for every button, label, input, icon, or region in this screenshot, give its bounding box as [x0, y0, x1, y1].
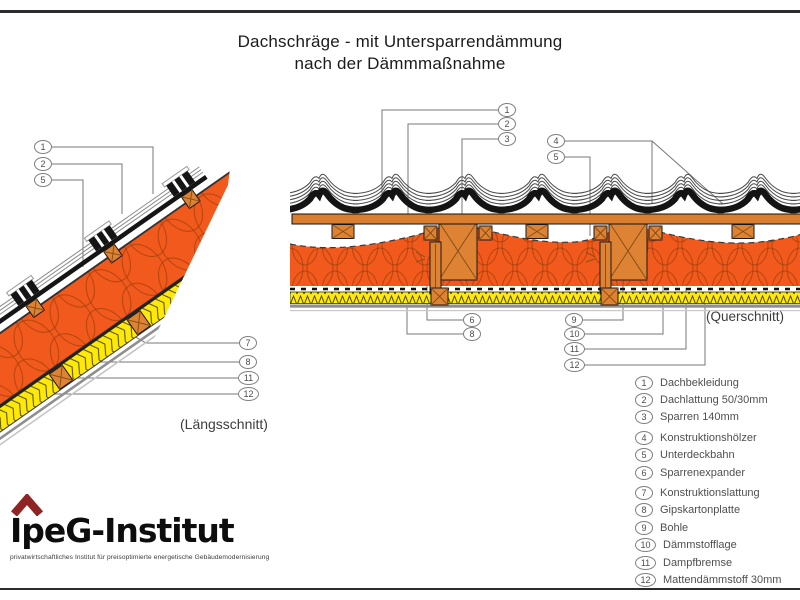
legend-num-4: 4 — [635, 430, 653, 445]
konstruktionshoelzer — [331, 224, 755, 239]
legend-num-1: 1 — [635, 375, 653, 390]
title-line1: Dachschräge - mit Untersparrendämmung — [237, 32, 563, 51]
callout-q12: 12 — [564, 358, 585, 372]
left-caption: (Längsschnitt) — [180, 416, 268, 432]
callout-q8: 8 — [463, 327, 481, 341]
legend-num-11: 11 — [635, 555, 656, 570]
querschnitt-diagram — [290, 130, 800, 312]
legend-label-11: Dampfbremse — [663, 556, 733, 569]
unterdeckbahn-right — [290, 225, 800, 249]
callout-q3: 3 — [498, 132, 516, 146]
legend-item-6: 6 Sparrenexpander — [635, 464, 800, 481]
legend-label-4: Konstruktionshölzer — [660, 431, 757, 444]
legend-item-12: 12 Mattendämmstoff 30mm — [635, 571, 800, 588]
legend-item-10: 10 Dämmstofflage — [635, 537, 800, 554]
callout-q4: 4 — [547, 134, 565, 148]
callout-q6: 6 — [463, 313, 481, 327]
legend-num-9: 9 — [635, 520, 653, 535]
legend-label-3: Sparren 140mm — [660, 411, 739, 424]
sparren-assembly-1 — [415, 221, 493, 306]
legend-label-2: Dachlattung 50/30mm — [660, 394, 768, 407]
legend: 1 Dachbekleidung 2 Dachlattung 50/30mm 3… — [635, 374, 800, 589]
gips-layer2-right — [290, 310, 800, 312]
callout-7: 7 — [239, 336, 257, 350]
matten-daemmstoff-right — [290, 291, 800, 304]
legend-item-9: 9 Bohle — [635, 519, 800, 536]
callout-12: 12 — [238, 387, 259, 401]
sparren-assembly-2 — [585, 221, 663, 306]
legend-item-2: 2 Dachlattung 50/30mm — [635, 391, 800, 408]
dachbekleidung-left — [0, 175, 208, 396]
legend-label-7: Konstruktionslattung — [660, 487, 760, 500]
title-line2: nach der Dämmmaßnahme — [294, 54, 506, 73]
callout-1: 1 — [34, 140, 52, 154]
legend-num-3: 3 — [635, 410, 653, 425]
dachlattung — [291, 213, 800, 225]
legend-item-11: 11 Dampfbremse — [635, 554, 800, 571]
roof-caret-icon — [11, 494, 44, 516]
legend-item-5: 5 Unterdeckbahn — [635, 447, 800, 464]
callout-q11: 11 — [564, 342, 585, 356]
gips-layer-right — [290, 304, 800, 308]
callout-5: 5 — [34, 173, 52, 187]
logo-tagline: privatwirtschaftliches Institut für prei… — [10, 554, 270, 561]
callout-8: 8 — [239, 355, 257, 369]
callout-q5: 5 — [547, 150, 565, 164]
callout-11: 11 — [238, 371, 259, 385]
right-caption: (Querschnitt) — [706, 309, 785, 324]
legend-num-2: 2 — [635, 393, 653, 408]
legend-num-10: 10 — [635, 538, 656, 553]
logo-name: IpeG-Institut — [10, 511, 235, 550]
unterdeckbahn-left — [0, 154, 240, 403]
legend-item-7: 7 Konstruktionslattung — [635, 484, 800, 501]
top-rule — [0, 10, 800, 13]
legend-label-5: Unterdeckbahn — [660, 449, 735, 462]
callout-q10: 10 — [564, 327, 585, 341]
legend-num-8: 8 — [635, 503, 653, 518]
legend-item-8: 8 Gipskartonplatte — [635, 502, 800, 519]
legend-item-1: 1 Dachbekleidung — [635, 374, 800, 391]
legend-item-4: 4 Konstruktionshölzer — [635, 429, 800, 446]
legend-label-6: Sparrenexpander — [660, 466, 746, 479]
bottom-rule — [0, 588, 800, 590]
legend-label-10: Dämmstofflage — [663, 539, 737, 552]
dachbekleidung-right — [290, 174, 800, 210]
legend-num-12: 12 — [635, 572, 656, 587]
legend-label-1: Dachbekleidung — [660, 376, 739, 389]
callout-q2: 2 — [498, 117, 516, 131]
legend-label-9: Bohle — [660, 521, 689, 534]
tile-clamps-left — [5, 165, 201, 319]
logo: IpeG-Institut privatwirtschaftliches Ins… — [10, 494, 270, 561]
callout-2: 2 — [34, 157, 52, 171]
page-title: Dachschräge - mit Untersparrendämmung na… — [0, 31, 800, 75]
legend-item-3: 3 Sparren 140mm — [635, 409, 800, 426]
legend-num-7: 7 — [635, 486, 653, 501]
legend-num-5: 5 — [635, 448, 653, 463]
daemmstofflage-right — [290, 226, 800, 286]
callout-q9: 9 — [565, 313, 583, 327]
legend-num-6: 6 — [635, 465, 653, 480]
legend-label-8: Gipskartonplatte — [660, 504, 741, 517]
legend-label-12: Mattendämmstoff 30mm — [663, 573, 782, 586]
tile-sheets-left — [0, 166, 204, 390]
callout-q1: 1 — [498, 103, 516, 117]
laengsschnitt-diagram — [0, 154, 240, 450]
